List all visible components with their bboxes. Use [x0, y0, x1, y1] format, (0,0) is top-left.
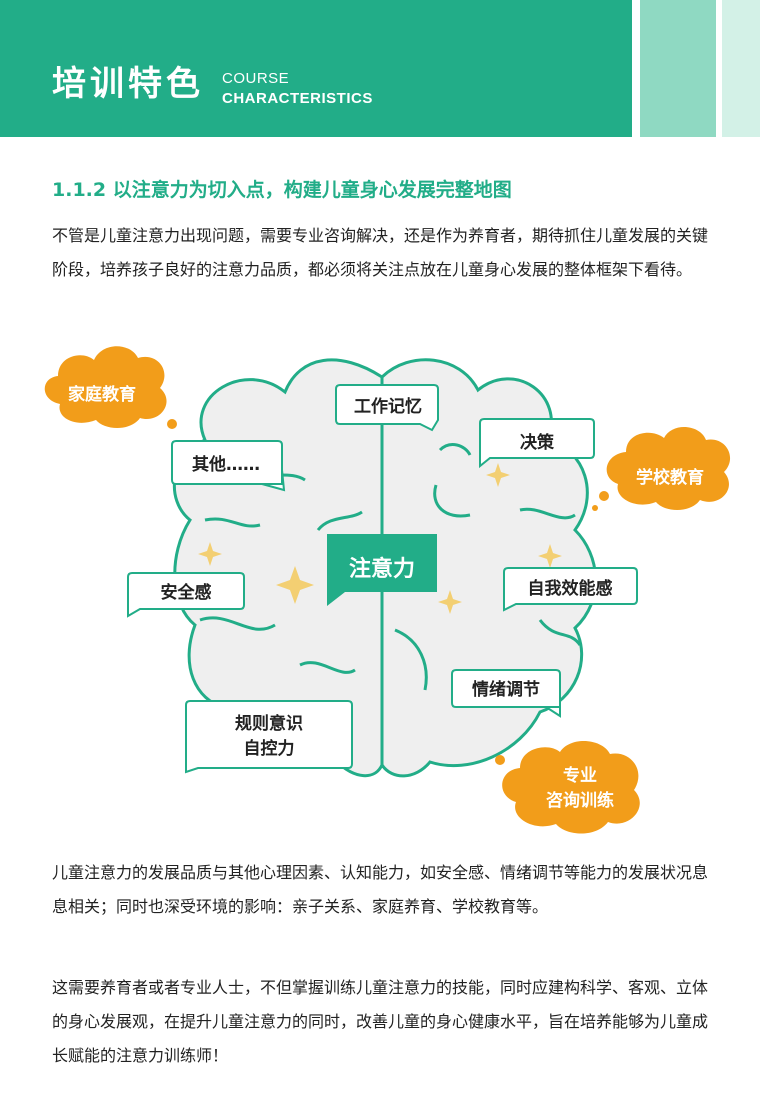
box-rules-selfcontrol: 规则意识 自控力 [185, 700, 353, 774]
label-self-control: 自控力 [244, 738, 295, 759]
sparkle-icon [538, 544, 562, 568]
label-security: 安全感 [161, 582, 212, 603]
label-self-efficacy: 自我效能感 [528, 578, 613, 599]
box-security: 安全感 [127, 572, 245, 618]
header-title: 培训特色 [52, 64, 204, 104]
center-label: 注意力 [349, 556, 415, 582]
brain-diagram: 注意力 工作记忆 决策 其他…… 安全感 自我效能感 情绪调节 规则意识 自控力… [44, 346, 731, 834]
box-other: 其他…… [171, 440, 286, 492]
sparkle-icon [438, 590, 462, 614]
sparkle-icons [198, 463, 562, 614]
header-stripe-light [722, 0, 760, 137]
cloud-school-education: 学校教育 [592, 426, 731, 511]
header-stripe [640, 0, 716, 137]
cloud-family-education: 家庭教育 [44, 346, 177, 429]
label-rules: 规则意识 [235, 713, 303, 734]
label-decision: 决策 [520, 432, 555, 453]
intro-paragraph: 不管是儿童注意力出现问题，需要专业咨询解决，还是作为养育者，期待抓住儿童发展的关… [52, 226, 709, 279]
box-emotion-regulation: 情绪调节 [451, 669, 561, 718]
cloud-label-professional: 专业 [563, 765, 597, 786]
center-box: 注意力 [327, 534, 437, 606]
section-title: 1.1.2 以注意力为切入点，构建儿童身心发展完整地图 [52, 179, 512, 201]
sparkle-icon [276, 566, 314, 604]
label-other: 其他…… [192, 454, 260, 475]
sparkle-icon [198, 542, 222, 566]
cloud-label-school: 学校教育 [636, 467, 704, 488]
body-paragraph-2: 儿童注意力的发展品质与其他心理因素、认知能力，如安全感、情绪调节等能力的发展状况… [52, 863, 709, 916]
body-paragraph-3: 这需要养育者或者专业人士，不但掌握训练儿童注意力的技能，同时应建构科学、客观、立… [52, 978, 709, 1065]
label-emotion-regulation: 情绪调节 [472, 679, 540, 700]
box-working-memory: 工作记忆 [335, 384, 439, 432]
box-decision: 决策 [479, 418, 595, 469]
sparkle-icon [486, 463, 510, 487]
cloud-label-counseling: 咨询训练 [546, 790, 614, 811]
cloud-professional-counseling: 专业 咨询训练 [495, 740, 640, 834]
header-subtitle-course: COURSE [222, 70, 290, 87]
box-self-efficacy: 自我效能感 [503, 567, 638, 612]
cloud-label-family: 家庭教育 [68, 384, 136, 405]
label-working-memory: 工作记忆 [354, 396, 422, 417]
header-bar [0, 0, 632, 137]
header-subtitle-characteristics: CHARACTERISTICS [222, 90, 373, 107]
